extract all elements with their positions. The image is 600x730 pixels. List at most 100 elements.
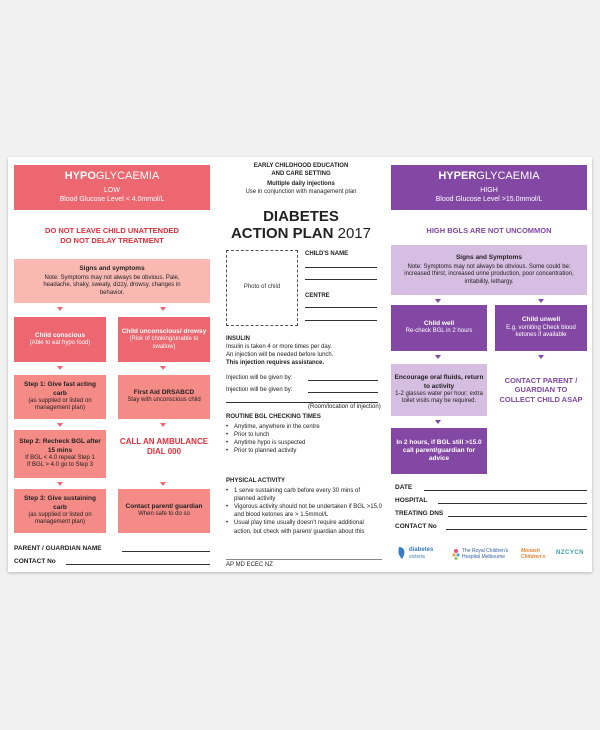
activity-list: 1 serve sustaining carb before every 30 … (226, 487, 382, 536)
parent-guardian-label: PARENT / GUARDIAN NAME (14, 545, 102, 552)
hypo-step2-line1: If BGL < 4.0 repeat Step 1 (25, 454, 95, 461)
centre-line[interactable] (305, 307, 377, 308)
hypo-header: HYPOGLYCAEMIA LOW Blood Glucose Level < … (14, 165, 210, 210)
date-line[interactable] (424, 490, 587, 491)
hyper-warning: HIGH BGLS ARE NOT UNCOMMON (426, 226, 552, 235)
routine-item: Prior to lunch (226, 431, 382, 439)
hyper-unwell-box: Child unwell E.g. vomiting Check blood k… (495, 305, 587, 351)
hypo-contact-no-label: CONTACT No (14, 558, 56, 565)
hyper-signs-title: Signs and Symptoms (455, 253, 523, 261)
hypo-conscious-title: Child conscious (34, 331, 86, 339)
hyper-unwell-title: Child unwell (521, 316, 561, 324)
hypo-title-bold: HYPO (64, 170, 96, 183)
plan-year: 2017 (337, 224, 372, 242)
routine-heading: ROUTINE BGL CHECKING TIMES (226, 414, 321, 420)
hypo-step1-box: Step 1: Give fast acting carb (as suppli… (14, 375, 106, 419)
treating-dns-line[interactable] (448, 516, 587, 517)
logo-monash-line-2: Children's (521, 554, 546, 560)
hospital-line[interactable] (438, 503, 587, 504)
arrow-down-icon (538, 355, 544, 359)
hyper-level: HIGH (480, 187, 498, 195)
hypo-conscious-box: Child conscious (Able to eat hypo food) (14, 317, 106, 362)
hyper-unwell-text: E.g. vomiting Check blood ketones if ava… (506, 324, 576, 339)
injections-line: Multiple daily injections (267, 181, 335, 188)
hypo-firstaid-box: First Aid DRSABCD Stay with unconscious … (118, 375, 210, 419)
plan-title: DIABETES ACTION PLAN 2017 (220, 208, 382, 242)
hyper-title-bold: HYPER (438, 170, 477, 183)
hypo-signs-box: Signs and symptoms Note: Symptoms may no… (14, 259, 210, 303)
childs-name-label: CHILD'S NAME (305, 251, 349, 257)
hyper-well-title: Child well (423, 320, 455, 328)
hyper-title-rest: GLYCAEMIA (476, 170, 540, 183)
hypo-contact-text: When safe to do so (138, 511, 190, 518)
hypo-unconscious-title: Child unconscious/ drowsy (121, 327, 207, 335)
plan-title-2: ACTION PLAN (230, 224, 334, 242)
hypo-step2-line2: If BGL > 4.0 go to Step 3 (27, 462, 93, 469)
childs-name-line[interactable] (305, 267, 377, 268)
hypo-firstaid-title: First Aid DRSABCD (133, 389, 195, 397)
activity-item: Vigorous activity should not be undertak… (226, 503, 382, 519)
hypo-title: HYPOGLYCAEMIA (65, 170, 160, 184)
injection-by-label-2: Injection will be given by: (226, 387, 293, 393)
arrow-down-icon (57, 423, 63, 427)
hyper-signs-box: Signs and Symptoms Note: Symptoms may no… (391, 245, 587, 295)
hypo-contact-box: Contact parent/ guardian When safe to do… (118, 489, 210, 533)
arrow-down-icon (57, 307, 63, 311)
hypo-firstaid-text: Stay with unconscious child (127, 397, 201, 404)
hyper-well-box: Child well Re-check BGL in 2 hours (391, 305, 487, 351)
hypo-warning-1: DO NOT LEAVE CHILD UNATTENDED (45, 226, 179, 235)
arrow-down-icon (160, 423, 166, 427)
diabetes-victoria-logo-icon (397, 546, 407, 560)
hyper-contact-parent: CONTACT PARENT / GUARDIAN TO COLLECT CHI… (499, 376, 583, 404)
injection-by-line-2[interactable] (308, 392, 378, 393)
logo-diabetes-text: diabetes (409, 547, 434, 553)
routine-section: ROUTINE BGL CHECKING TIMES Anytime, anyw… (226, 413, 382, 456)
hospital-label: HOSPITAL (395, 497, 428, 504)
routine-item: Anytime hypo is suspected (226, 439, 382, 447)
hyper-contact-no-label: CONTACT No (395, 523, 437, 530)
activity-item: Usual play time usually doesn't require … (226, 519, 382, 535)
hypo-step1-title: Step 1: Give fast acting carb (24, 381, 96, 397)
logo-nzcycn-text: NZCYCN (556, 550, 584, 556)
hypo-step1-text: (as supplied or listed on management pla… (28, 397, 92, 412)
rch-logo-icon (452, 547, 460, 560)
photo-placeholder[interactable]: Photo of child (226, 250, 298, 326)
hyper-title: HYPERGLYCAEMIA (438, 170, 539, 184)
setting-line-1: EARLY CHILDHOOD EDUCATION (253, 163, 349, 169)
room-line[interactable] (226, 402, 378, 403)
insulin-line-1: Insulin is taken 4 or more times per day… (226, 344, 332, 351)
hyper-contact-no-line[interactable] (446, 529, 587, 530)
hypo-step3-box: Step 3: Give sustaining carb (as supplie… (14, 489, 106, 533)
hyper-well-text: Re-check BGL in 2 hours (405, 328, 473, 335)
date-label: DATE (395, 484, 413, 491)
logo-rch-line-1: The Royal Children's (462, 548, 509, 554)
hyper-header: HYPERGLYCAEMIA HIGH Blood Glucose Level … (391, 165, 587, 210)
hypo-step3-title: Step 3: Give sustaining carb (24, 495, 96, 511)
arrow-down-icon (160, 307, 166, 311)
document-code: AP MD ECEC NZ (226, 559, 382, 569)
hypo-ambulance: CALL AN AMBULANCE DIAL 000 (119, 437, 209, 456)
hypo-level: LOW (104, 187, 120, 195)
arrow-down-icon (160, 366, 166, 370)
setting-line-2: AND CARE SETTING (271, 171, 331, 178)
hyper-level-detail: Blood Glucose Level >15.0mmol/L (435, 195, 543, 203)
routine-item: Prior to planned activity (226, 447, 382, 455)
insulin-section: INSULIN Insulin is taken 4 or more times… (226, 335, 382, 367)
routine-list: Anytime, anywhere in the centre Prior to… (226, 423, 382, 455)
hypo-contact-no-line[interactable] (66, 564, 210, 565)
childs-name-line-2[interactable] (305, 279, 377, 280)
parent-guardian-line[interactable] (122, 551, 210, 552)
centre-line-2[interactable] (305, 320, 377, 321)
injection-by-line-1[interactable] (308, 380, 378, 381)
arrow-down-icon (160, 482, 166, 486)
hyper-twohours-title: In 2 hours, if BGL still >15.0 (396, 438, 482, 446)
hyper-twohours-text: call parent/guardian for advice (402, 446, 476, 463)
hyper-encourage-box: Encourage oral fluids, return to activit… (391, 364, 487, 416)
use-with-line: Use in conjunction with management plan (245, 189, 357, 196)
routine-item: Anytime, anywhere in the centre (226, 423, 382, 431)
arrow-down-icon (435, 355, 441, 359)
insulin-heading: INSULIN (226, 336, 250, 342)
hypo-unconscious-text: (Risk of choking/unable to swallow) (129, 336, 199, 350)
hyper-encourage-text: 1-2 glasses water per hour; extra toilet… (395, 390, 483, 405)
insulin-line-3: This injection requires assistance. (226, 360, 325, 367)
